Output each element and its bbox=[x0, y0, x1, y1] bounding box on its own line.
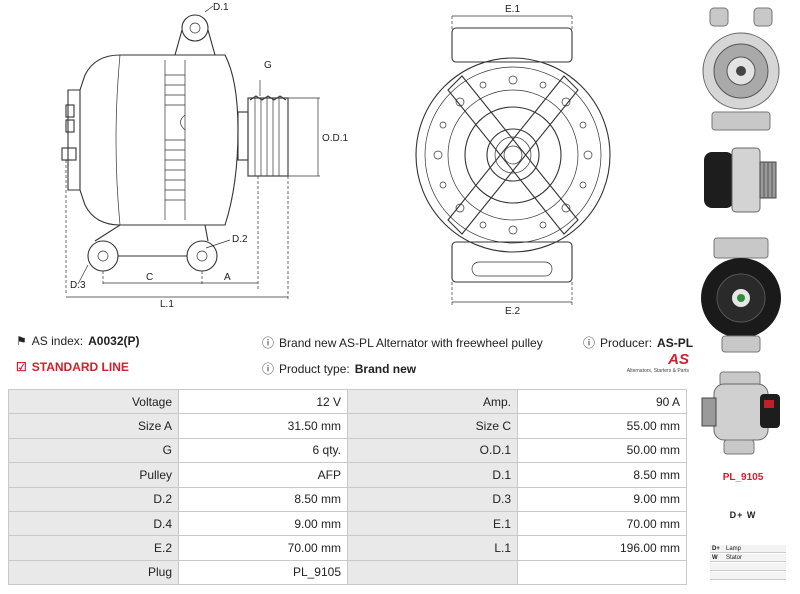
dim-label-e1: E.1 bbox=[505, 4, 520, 15]
dim-label-c: C bbox=[146, 272, 153, 283]
dim-label-l1: L.1 bbox=[160, 299, 174, 310]
spec-key: E.1 bbox=[347, 510, 518, 537]
spec-key: L.1 bbox=[347, 535, 518, 561]
dim-label-a: A bbox=[224, 272, 231, 283]
spec-value: 196.00 mm bbox=[517, 535, 687, 561]
dim-label-od1: O.D.1 bbox=[322, 133, 349, 144]
as-index: ⚑ AS index: A0032(P) bbox=[16, 334, 140, 348]
spec-key: Amp. bbox=[347, 388, 518, 415]
producer: ⓘ Producer: AS-PL bbox=[583, 335, 694, 351]
spec-value: AFP bbox=[178, 462, 348, 488]
spec-key: D.3 bbox=[347, 486, 518, 512]
description: ⓘ Brand new AS-PL Alternator with freewh… bbox=[262, 335, 543, 351]
spec-value: 9.00 mm bbox=[178, 510, 348, 537]
info-icon: ⓘ bbox=[262, 336, 275, 350]
product-type-value: Brand new bbox=[354, 361, 417, 376]
product-type: ⓘ Product type: Brand new bbox=[262, 361, 417, 377]
product-photo-rear bbox=[700, 236, 782, 356]
dim-label-d1: D.1 bbox=[213, 2, 229, 13]
spec-value: 70.00 mm bbox=[178, 535, 348, 561]
spec-key: G bbox=[8, 437, 179, 464]
tag-icon: ⚑ bbox=[16, 334, 27, 348]
side-view-drawing: D.1 G O.D.1 D.2 D.3 C A L.1 bbox=[61, 2, 349, 310]
spec-key: E.2 bbox=[8, 535, 179, 561]
product-line-label: STANDARD LINE bbox=[31, 360, 129, 374]
dim-label-g: G bbox=[264, 60, 272, 71]
spec-value: 9.00 mm bbox=[517, 486, 687, 512]
dim-label-e2: E.2 bbox=[505, 306, 520, 317]
product-photo-side bbox=[700, 140, 782, 220]
spec-key: D.4 bbox=[8, 510, 179, 537]
legend-row bbox=[710, 572, 786, 580]
info-icon: ⓘ bbox=[583, 336, 596, 350]
as-index-value: A0032(P) bbox=[88, 334, 140, 348]
dim-label-d2: D.2 bbox=[232, 234, 248, 245]
spec-key: D.2 bbox=[8, 486, 179, 512]
spec-value: PL_9105 bbox=[178, 559, 348, 586]
plug-code-label: PL_9105 bbox=[722, 472, 764, 483]
spec-value bbox=[517, 559, 687, 586]
spec-value: 8.50 mm bbox=[178, 486, 348, 512]
producer-value: AS-PL bbox=[657, 335, 694, 350]
brand-logo: AS Alternators, Starters & Parts bbox=[626, 351, 689, 375]
checkbox-icon: ☑ bbox=[16, 360, 27, 374]
product-photo-front bbox=[700, 4, 782, 131]
legend-row: D+Lamp bbox=[710, 545, 786, 553]
spec-key: Plug bbox=[8, 559, 179, 586]
spec-value: 12 V bbox=[178, 388, 348, 415]
spec-value: 55.00 mm bbox=[517, 413, 687, 439]
spec-key: O.D.1 bbox=[347, 437, 518, 464]
spec-key: D.1 bbox=[347, 462, 518, 488]
spec-value: 70.00 mm bbox=[517, 510, 687, 537]
legend-row bbox=[710, 563, 786, 571]
spec-value: 31.50 mm bbox=[178, 413, 348, 439]
spec-key: Voltage bbox=[8, 388, 179, 415]
spec-value: 8.50 mm bbox=[517, 462, 687, 488]
dim-label-d3: D.3 bbox=[70, 280, 86, 291]
spec-key: Size A bbox=[8, 413, 179, 439]
info-icon: ⓘ bbox=[262, 362, 275, 376]
connector-pins-label: D+ W bbox=[729, 510, 757, 520]
spec-key bbox=[347, 559, 518, 586]
spec-value: 6 qty. bbox=[178, 437, 348, 464]
spec-value: 90 A bbox=[517, 388, 687, 415]
spec-key: Pulley bbox=[8, 462, 179, 488]
technical-drawing: D.1 G O.D.1 D.2 D.3 C A L.1 E.1 bbox=[61, 2, 611, 317]
spec-value: 50.00 mm bbox=[517, 437, 687, 464]
front-view-drawing: E.1 E.2 bbox=[415, 4, 611, 317]
product-line: ☑ STANDARD LINE bbox=[16, 360, 129, 374]
product-photo-angle bbox=[700, 368, 782, 458]
spec-key: Size C bbox=[347, 413, 518, 439]
